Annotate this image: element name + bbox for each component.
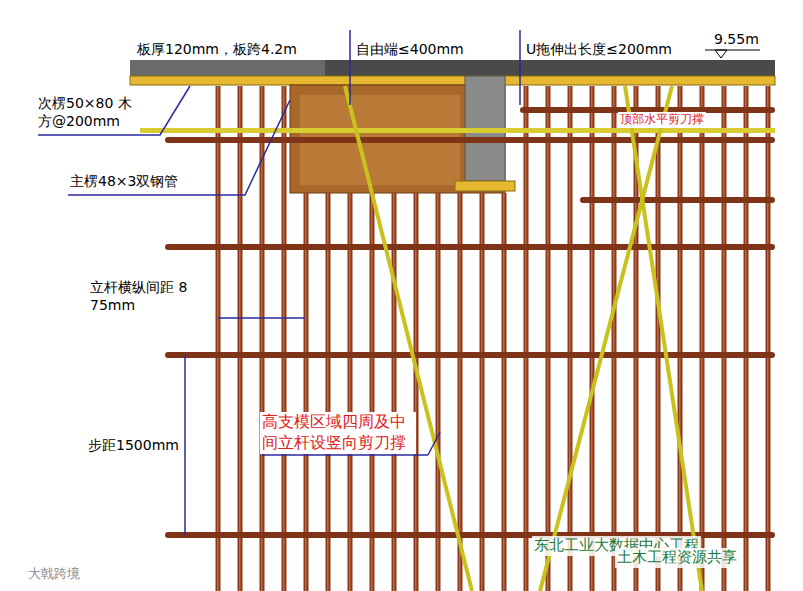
pole-highlight: [503, 193, 505, 591]
pole-highlight: [217, 86, 219, 591]
pole-highlight: [283, 86, 285, 591]
pole-highlight: [745, 86, 747, 591]
pole-highlight: [679, 86, 681, 591]
beam-bottom-form: [455, 181, 515, 191]
pole: [238, 86, 243, 591]
pole-highlight: [547, 86, 549, 591]
dimension-line: [184, 355, 186, 535]
dimension-text: 立杆横纵间距 875mm: [88, 278, 196, 314]
pole-highlight: [459, 193, 461, 591]
plywood: [130, 76, 775, 85]
pole: [348, 193, 353, 591]
pole-highlight: [305, 193, 307, 591]
pole-highlight: [437, 193, 439, 591]
pole-highlight: [327, 193, 329, 591]
pole: [568, 86, 573, 591]
pole: [436, 193, 441, 591]
scissor-brace: [345, 86, 472, 591]
watermark: 大戟跨境: [26, 566, 82, 583]
pole-highlight: [723, 86, 725, 591]
slab-note: 板厚120mm，板跨4.2m: [135, 40, 299, 58]
scissor-brace: [625, 86, 702, 591]
horizontal-tube: [580, 197, 775, 203]
pole: [656, 86, 661, 591]
pole-highlight: [657, 86, 659, 591]
pole: [590, 86, 595, 591]
elevation-mark: [715, 50, 727, 58]
pole: [216, 86, 221, 591]
note-text: 高支模区域四周及中间立杆设竖向剪刀撑: [260, 412, 416, 454]
pole-highlight: [767, 86, 769, 591]
callout-text: 次楞50×80 木方@200mm: [36, 94, 140, 130]
pole: [370, 193, 375, 591]
horizontal-tube: [165, 244, 775, 250]
callout-text: 主楞48×3双钢管: [68, 172, 180, 190]
pole: [524, 86, 529, 591]
dimension-text: U拖伸出长度≤200mm: [524, 40, 674, 58]
pole: [502, 193, 507, 591]
note-text: 顶部水平剪刀撑: [618, 112, 706, 128]
leader-line: [262, 454, 428, 456]
yellow-tube: [140, 128, 775, 133]
elevation-text: 9.55m: [712, 30, 761, 48]
pole-highlight: [525, 86, 527, 591]
dimension-line: [218, 317, 305, 319]
pole: [744, 86, 749, 591]
scissor-brace: [540, 86, 672, 591]
pole: [480, 193, 485, 591]
pole-highlight: [239, 86, 241, 591]
pole: [612, 86, 617, 591]
slab: [130, 60, 775, 76]
slab-section: [130, 60, 325, 76]
leader-line: [428, 432, 440, 455]
pole: [766, 86, 771, 591]
horizontal-tube: [165, 137, 775, 143]
pole-highlight: [415, 193, 417, 591]
pole-highlight: [393, 193, 395, 591]
dimension-text: 步距1500mm: [86, 436, 181, 454]
pole: [700, 86, 705, 591]
pole-highlight: [613, 86, 615, 591]
pole: [326, 193, 331, 591]
pole: [282, 86, 287, 591]
watermark: 土木工程资源共享: [615, 548, 739, 568]
horizontal-tube: [165, 352, 775, 358]
pole: [414, 193, 419, 591]
pole-highlight: [349, 193, 351, 591]
pole: [546, 86, 551, 591]
poles: [216, 86, 771, 591]
pole-highlight: [569, 86, 571, 591]
dimension-line: [349, 30, 351, 105]
pole-highlight: [701, 86, 703, 591]
pole: [392, 193, 397, 591]
pole-highlight: [481, 193, 483, 591]
dimension-line: [519, 30, 521, 105]
pole-highlight: [591, 86, 593, 591]
pole: [722, 86, 727, 591]
pole-highlight: [371, 193, 373, 591]
pole: [678, 86, 683, 591]
elevation-line: [705, 50, 760, 51]
dimension-text: 自由端≤400mm: [354, 40, 466, 58]
pole: [304, 193, 309, 591]
